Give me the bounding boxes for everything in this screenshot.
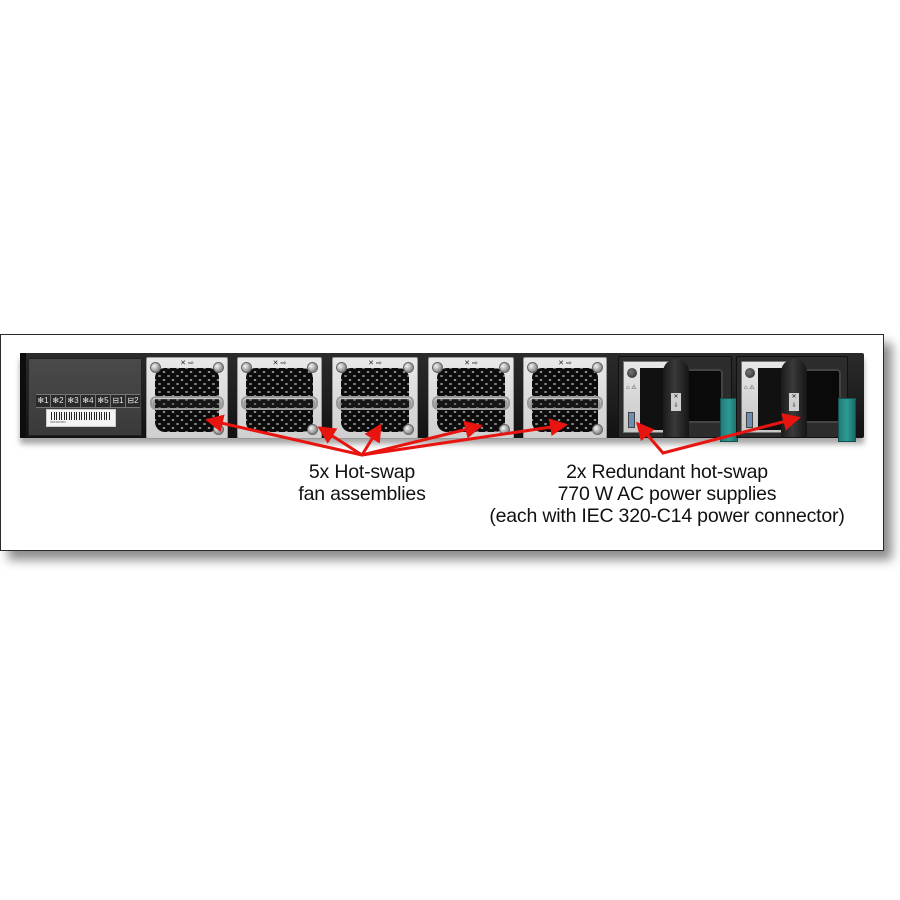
thumbscrew-icon [403,424,414,435]
fan-4-status-label: ✻4 [81,395,96,407]
thumbscrew-icon [150,362,161,373]
fan-handle [336,396,414,410]
thumbscrew-icon [592,362,603,373]
warning-icon: ⌂ ⚠ [626,385,637,391]
power-supplies-caption: 2x Redundant hot-swap 770 W AC power sup… [463,461,871,527]
fan-2-status-label: ✻2 [51,395,66,407]
thumbscrew-icon [432,362,443,373]
psu-2-status-label: ⊟2 [127,396,139,405]
thumbscrew-icon [336,362,347,373]
caption-line: 5x Hot-swap [308,461,416,483]
fan-module-5: ✕ ⇨ [523,357,607,439]
psu-knob-icon [745,368,755,378]
power-supply-2: ⌂ ⚠ ✕ ⇩ [736,356,848,438]
fan-icon-label: ✕ ⇨ [368,360,382,367]
caption-line: 770 W AC power supplies [557,483,777,505]
fan-module-1: ✕ ⇨ [146,357,228,439]
fan-handle [527,396,603,410]
fan-handle [241,396,318,410]
caption-line: 2x Redundant hot-swap [566,461,768,483]
thumbscrew-icon [213,424,224,435]
fan-icon-label: ✕ ⇨ [180,360,194,367]
thumbscrew-icon [592,424,603,435]
psu-knob-icon [627,368,637,378]
fan-5-status-label: ✻5 [96,395,111,407]
fan-3-status-label: ✻3 [66,395,81,407]
chassis-edge [20,353,26,438]
psu-handle-tag: ✕ ⇩ [671,393,681,411]
warning-icon: ⌂ ⚠ [744,385,755,391]
caption-line: fan assemblies [298,483,426,505]
thumbscrew-icon [241,362,252,373]
power-supply-1: ⌂ ⚠ ✕ ⇩ [618,356,732,438]
fan-icon-label: ✕ ⇨ [272,360,287,367]
status-led-strip: ✻1 ✻2 ✻3 ✻4 ✻5 ⊟1 ⊟2 [36,394,140,408]
fan-module-2: ✕ ⇨ [237,357,322,439]
fan-grille [437,368,505,432]
thumbscrew-icon [499,362,510,373]
psu-led [746,412,753,428]
barcode-icon [51,412,111,420]
fan-icon-label: ✕ ⇨ [464,360,478,367]
fan-grille [532,368,598,432]
iec-c14-power-connector [683,369,723,423]
iec-c14-power-connector [801,369,841,423]
thumbscrew-icon [213,362,224,373]
fan-handle [150,396,224,410]
psu-handle: ✕ ⇩ [663,359,689,437]
thumbscrew-icon [527,362,538,373]
psu-led [628,412,635,428]
fan-1-status-label: ✻1 [36,395,51,407]
fan-handle [432,396,510,410]
psu-handle: ✕ ⇩ [781,359,807,437]
thumbscrew-icon [307,424,318,435]
fan-assemblies-caption: 5x Hot-swap fan assemblies [262,461,462,505]
caption-line: (each with IEC 320-C14 power connector) [489,505,845,527]
thumbscrew-icon [499,424,510,435]
fan-module-3: ✕ ⇨ [332,357,418,439]
fan-module-4: ✕ ⇨ [428,357,514,439]
barcode-text: IIIIIIIIIIIIIIIIIII [50,420,66,424]
psu-1-status-label: ⊟1 [111,395,126,407]
psu-2-release-latch [838,398,856,442]
thumbscrew-icon [403,362,414,373]
thumbscrew-icon [307,362,318,373]
fan-icon-label: ✕ ⇨ [558,360,572,367]
serial-barcode-label: IIIIIIIIIIIIIIIIIII [46,409,116,427]
psu-handle-tag: ✕ ⇩ [789,393,799,411]
